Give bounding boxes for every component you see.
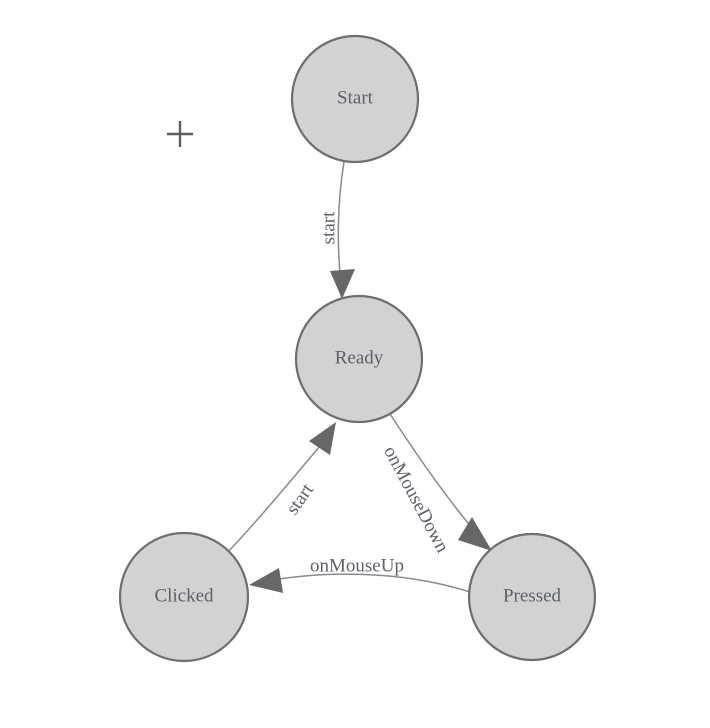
edge-label-pressed-to-clicked: onMouseUp (310, 555, 404, 576)
edge-pressed-to-clicked-path (256, 573, 471, 593)
state-node-pressed-label: Pressed (503, 585, 562, 606)
edge-pressed-to-clicked[interactable]: onMouseUp (249, 555, 471, 593)
edge-clicked-to-ready-path (226, 439, 326, 554)
edge-label-ready-to-pressed: onMouseDown (379, 443, 453, 557)
state-node-start-circle (290, 34, 420, 164)
edge-clicked-to-ready[interactable]: start (226, 422, 336, 554)
state-node-clicked[interactable]: Clicked (118, 531, 250, 663)
state-node-ready[interactable]: Ready (294, 294, 424, 424)
state-node-pressed[interactable]: Pressed (467, 532, 597, 662)
state-node-start[interactable]: Start (290, 34, 420, 164)
state-node-start-label: Start (337, 87, 374, 108)
edge-start-to-ready[interactable]: start (318, 161, 355, 299)
edge-start-to-ready-arrowhead (330, 269, 355, 299)
edge-pressed-to-clicked-arrowhead (249, 568, 283, 593)
edge-label-start-to-ready: start (318, 211, 339, 244)
plus-marker-icon[interactable] (167, 121, 193, 147)
edge-clicked-to-ready-arrowhead (309, 422, 336, 455)
state-node-ready-label: Ready (335, 347, 384, 368)
state-node-clicked-circle (118, 531, 250, 663)
state-node-ready-circle (294, 294, 424, 424)
edge-ready-to-pressed-arrowhead (458, 517, 492, 551)
edge-ready-to-pressed[interactable]: onMouseDown (379, 413, 492, 557)
state-node-clicked-label: Clicked (154, 585, 214, 606)
state-node-pressed-circle (467, 532, 597, 662)
